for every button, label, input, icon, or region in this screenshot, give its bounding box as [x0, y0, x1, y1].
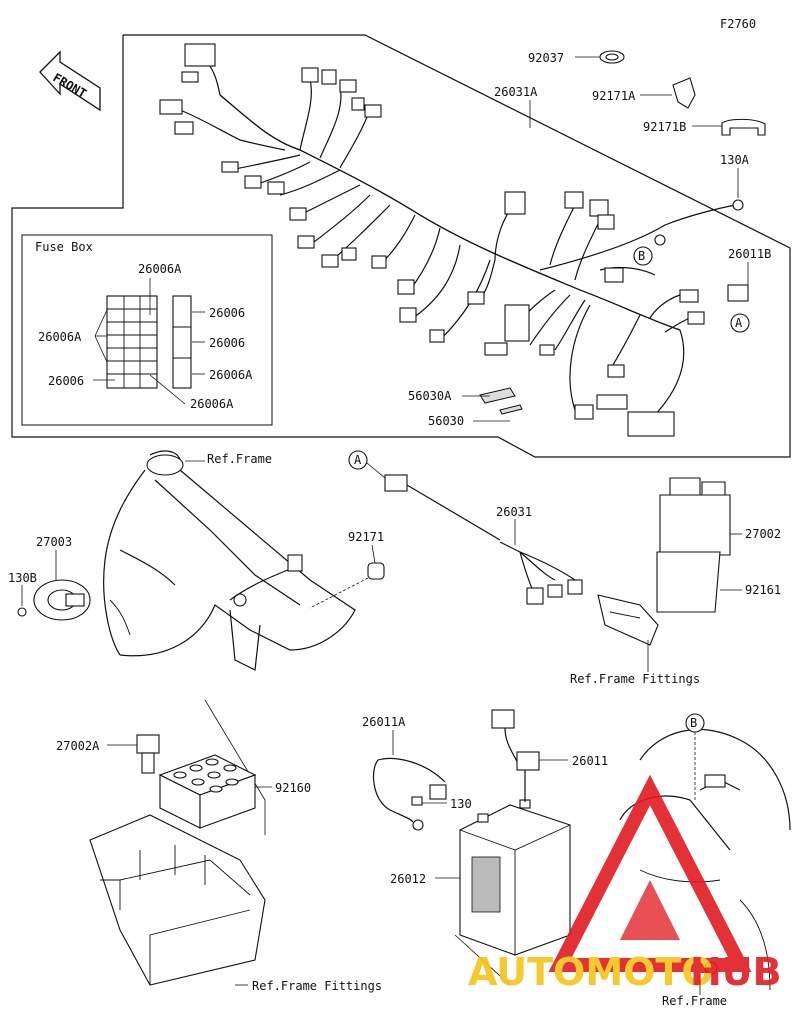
- label-27002A: 27002A: [56, 739, 100, 753]
- fuse-box-frame: [21, 234, 273, 426]
- label-26012: 26012: [390, 872, 426, 886]
- fuse-box-title: Fuse Box: [35, 240, 93, 254]
- label-56030: 56030: [428, 414, 464, 428]
- cable-26011-icon: [491, 709, 540, 802]
- watermark-text-right: HUB: [690, 950, 782, 994]
- label-26011: 26011: [572, 754, 608, 768]
- label-26011A: 26011A: [362, 715, 406, 729]
- label-26006A-top: 26006A: [138, 262, 182, 276]
- label-26031: 26031: [496, 505, 532, 519]
- battery-case-icon: [89, 814, 266, 986]
- label-ref-frame-fittings-1: Ref.Frame Fittings: [570, 672, 700, 686]
- label-27003: 27003: [36, 535, 72, 549]
- watermark-text-left: AUTOMOTO: [468, 950, 714, 994]
- label-26006-left: 26006: [48, 374, 84, 388]
- sub-harness-26031-icon: [348, 450, 583, 605]
- label-92171A: 92171A: [592, 89, 636, 103]
- connector-a-label: A: [735, 316, 743, 330]
- ecu-cover-92161-icon: [656, 551, 721, 613]
- connector-b2-label: B: [690, 716, 697, 730]
- ecu-27002-icon: [659, 477, 731, 556]
- connector-b-marker: [633, 246, 653, 266]
- clip-92171B-icon: [721, 118, 766, 136]
- label-92171: 92171: [348, 530, 384, 544]
- label-92161: 92161: [745, 583, 781, 597]
- clip-92037-icon: [599, 50, 625, 64]
- relay-27002A-icon: [136, 734, 160, 774]
- clip-92171A-icon: [672, 77, 696, 109]
- fuse-box-icon: [106, 295, 192, 389]
- label-130B: 130B: [8, 571, 37, 585]
- frame-detail-right: [619, 713, 791, 991]
- label-26006A-left: 26006A: [38, 330, 82, 344]
- label-26006-r2: 26006: [209, 336, 245, 350]
- label-130: 130: [450, 797, 472, 811]
- horn-27003-icon: [33, 579, 91, 621]
- label-92160: 92160: [275, 781, 311, 795]
- label-56030A: 56030A: [408, 389, 452, 403]
- automotohub-watermark: AUTOMOTO HUB: [468, 774, 782, 994]
- bracket-icon: [597, 594, 659, 646]
- harness-boundary: [11, 34, 791, 458]
- clip-92171-icon: [367, 562, 385, 580]
- label-ref-frame-fittings-2: Ref.Frame Fittings: [252, 979, 382, 993]
- frame-drawing: [103, 450, 356, 671]
- bolt-130-icon: [411, 796, 423, 806]
- connector-a2-label: A: [354, 453, 362, 467]
- label-130A: 130A: [720, 153, 750, 167]
- cable-26011A-icon: [372, 757, 447, 831]
- label-27002: 27002: [745, 527, 781, 541]
- bolt-130B-icon: [17, 607, 27, 617]
- label-26011B: 26011B: [728, 247, 771, 261]
- front-arrow-icon: FRONT: [39, 50, 101, 112]
- label-26006-r1: 26006: [209, 306, 245, 320]
- connector-b-label: B: [638, 249, 645, 263]
- label-26006A-r3: 26006A: [209, 368, 253, 382]
- label-26031A: 26031A: [494, 85, 538, 99]
- wiring-harness-26031A: [159, 43, 749, 437]
- connector-a-marker: [730, 313, 750, 333]
- label-26006A-bottom: 26006A: [190, 397, 234, 411]
- label-92037: 92037: [528, 51, 564, 65]
- battery-pad-92160-icon: [158, 754, 257, 829]
- battery-26012-icon: [459, 799, 571, 956]
- label-92171B: 92171B: [643, 120, 686, 134]
- label-ref-frame-1: Ref.Frame: [207, 452, 272, 466]
- label-ref-frame-2: Ref.Frame: [662, 994, 727, 1008]
- figure-code: F2760: [720, 17, 756, 31]
